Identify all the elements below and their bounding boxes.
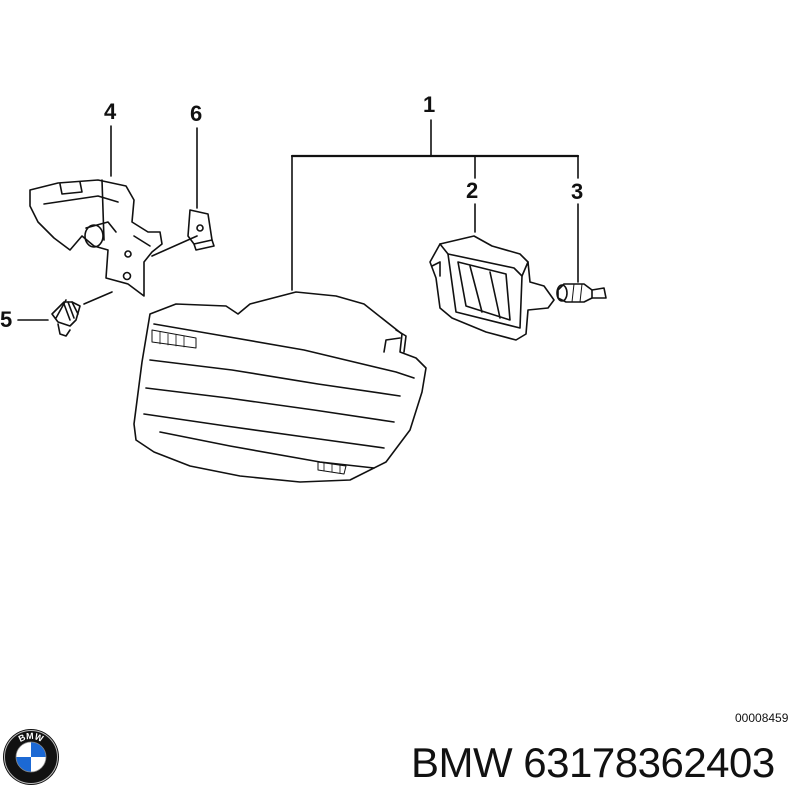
callout-2: 2 [466, 178, 479, 203]
leader-lines [17, 119, 580, 321]
callout-1: 1 [423, 92, 436, 117]
callout-6: 6 [190, 101, 203, 126]
part-1-fog-lamp [133, 291, 427, 483]
bmw-logo-icon: BMW [3, 729, 59, 785]
callout-4: 4 [104, 99, 117, 124]
part-6-clip-nut [187, 209, 215, 251]
diagram-number: 00008459 [735, 711, 789, 725]
callout-3: 3 [571, 179, 584, 204]
part-2-bulb-socket [429, 235, 555, 341]
callout-5: 5 [0, 307, 13, 332]
part-3-bulb [556, 283, 607, 303]
part-number-caption: BMW 63178362403 [411, 739, 775, 786]
part-5-screw [51, 299, 81, 337]
part-4-bracket [29, 179, 163, 297]
